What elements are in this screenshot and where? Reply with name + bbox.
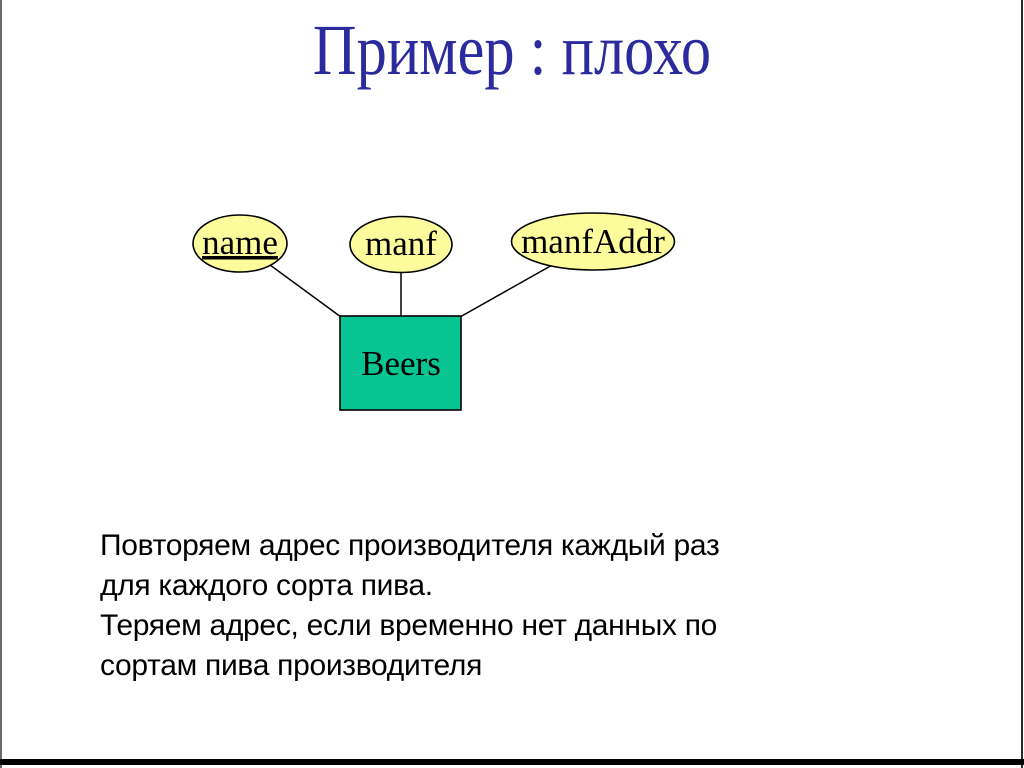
attribute-ellipse-manfaddr (510, 212, 676, 271)
body-line: для каждого сорта пива. (100, 569, 433, 602)
slide-title: Пример : плохо (312, 10, 712, 90)
slide-bottom-edge (0, 759, 1024, 765)
attribute-label-manfaddr: manfAddr (521, 222, 665, 261)
body-line: Теряем адрес, если временно нет данных п… (100, 609, 718, 642)
attribute-ellipse-manf (349, 215, 453, 274)
slide-right-edge (1021, 0, 1023, 768)
body-line: сортам пива производителя (100, 649, 483, 682)
entity-box-beers (339, 315, 462, 411)
attribute-label-name: name (202, 223, 278, 262)
attribute-label-manf: manf (365, 224, 437, 263)
slide-left-edge (0, 0, 2, 768)
entity-label-beers: Beers (361, 344, 441, 383)
body-line: Повторяем адрес производителя каждый раз (100, 529, 720, 562)
title-row: Пример : плохо (0, 14, 1024, 86)
body-text: Повторяем адрес производителя каждый раз… (100, 526, 940, 686)
attribute-ellipse-name (192, 214, 288, 273)
